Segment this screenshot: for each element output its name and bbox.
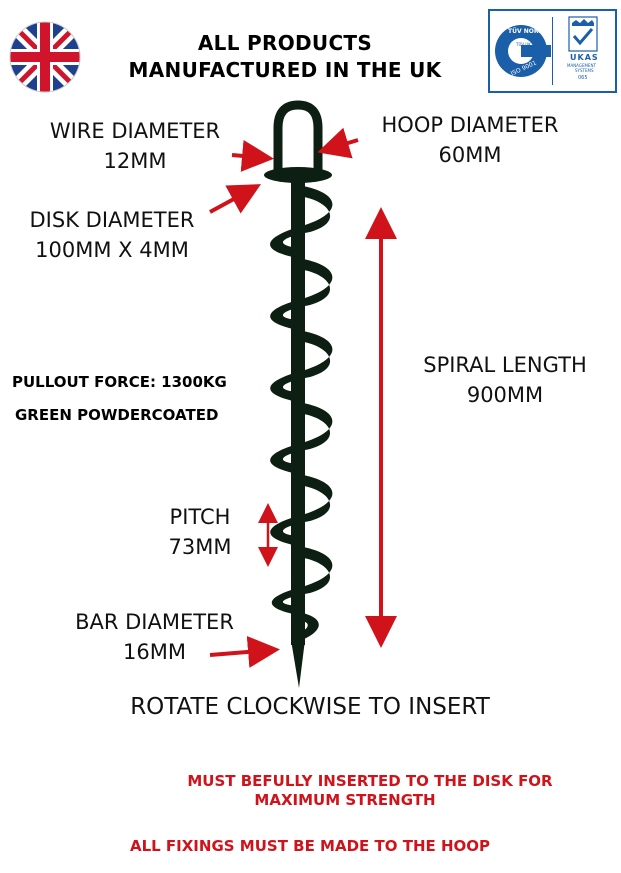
wire-diameter-value: 12MM bbox=[103, 149, 167, 173]
bar-diameter-title: BAR DIAMETER bbox=[75, 610, 234, 634]
hoop-diameter-label: HOOP DIAMETER 60MM bbox=[350, 110, 590, 170]
pitch-value: 73MM bbox=[168, 535, 232, 559]
tuv-sub: TÜV UK Ltd. bbox=[516, 42, 540, 47]
ukas-crown-check-icon bbox=[568, 16, 598, 52]
bar-diameter-label: BAR DIAMETER 16MM bbox=[52, 607, 257, 667]
pitch-title: PITCH bbox=[169, 505, 231, 529]
coating-text: GREEN POWDERCOATED bbox=[15, 406, 219, 424]
ukas-sub1: MANAGEMENT bbox=[567, 63, 596, 68]
header-title: ALL PRODUCTS MANUFACTURED IN THE UK bbox=[95, 30, 475, 84]
disk-diameter-value: 100MM X 4MM bbox=[35, 238, 189, 262]
insertion-warning: MUST BEFULLY INSERTED TO THE DISK FOR MA… bbox=[150, 772, 590, 810]
spiral-length-title: SPIRAL LENGTH bbox=[423, 353, 587, 377]
ukas-number: 065 bbox=[578, 75, 588, 81]
tuv-brand: TÜV NORD bbox=[508, 28, 544, 35]
ukas-label: UKAS bbox=[570, 53, 599, 62]
disk-diameter-label: DISK DIAMETER 100MM X 4MM bbox=[2, 205, 222, 265]
header-line-1: ALL PRODUCTS bbox=[197, 31, 373, 55]
hoop-diameter-value: 60MM bbox=[438, 143, 502, 167]
spiral-length-label: SPIRAL LENGTH 900MM bbox=[395, 350, 615, 410]
certification-badge: TÜV NORD TÜV UK Ltd. ISO 9001 UKAS MANAG… bbox=[488, 9, 617, 93]
rotate-instruction: ROTATE CLOCKWISE TO INSERT bbox=[130, 694, 490, 720]
bar-diameter-value: 16MM bbox=[123, 640, 186, 664]
spiral-length-value: 900MM bbox=[466, 383, 544, 407]
insertion-warning-line-1: MUST BEFULLY INSERTED TO THE DISK FOR bbox=[187, 772, 553, 790]
wire-diameter-title: WIRE DIAMETER bbox=[49, 119, 221, 143]
tuv-nord-logo-icon bbox=[495, 25, 551, 77]
wire-diameter-label: WIRE DIAMETER 12MM bbox=[20, 116, 250, 176]
hoop-diameter-title: HOOP DIAMETER bbox=[381, 113, 559, 137]
pullout-force-text: PULLOUT FORCE: 1300KG bbox=[12, 373, 227, 391]
header-line-2: MANUFACTURED IN THE UK bbox=[128, 58, 442, 82]
disk-diameter-title: DISK DIAMETER bbox=[29, 208, 195, 232]
fixing-warning: ALL FIXINGS MUST BE MADE TO THE HOOP bbox=[129, 837, 491, 855]
pitch-label: PITCH 73MM bbox=[145, 502, 255, 562]
ukas-sub2: SYSTEMS bbox=[575, 68, 594, 73]
insertion-warning-line-2: MAXIMUM STRENGTH bbox=[254, 791, 436, 809]
